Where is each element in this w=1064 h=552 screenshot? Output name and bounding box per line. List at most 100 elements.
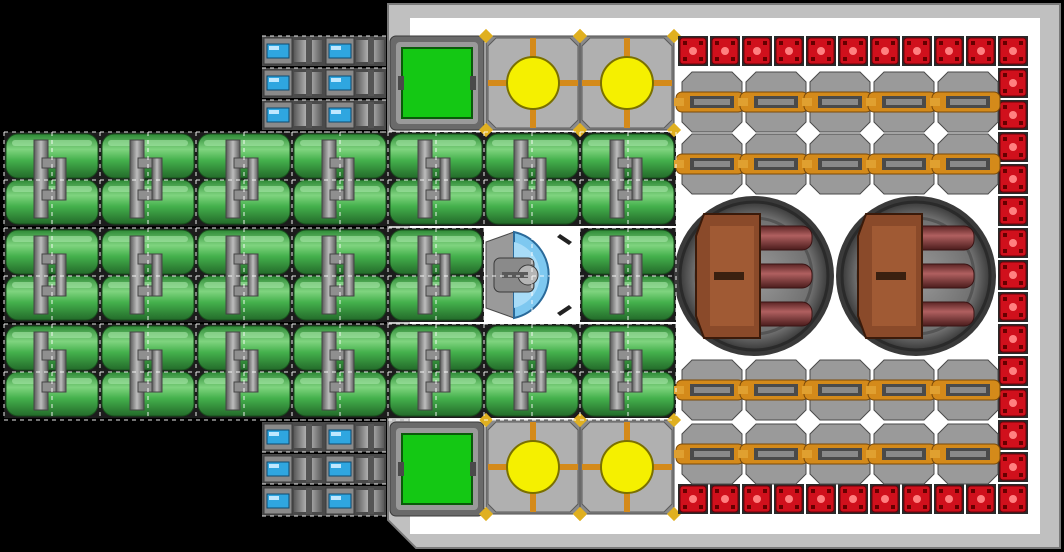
- armor-block-icon[interactable]: [870, 484, 900, 514]
- turret-mounts: [674, 196, 996, 356]
- autocannon-icon[interactable]: [738, 71, 809, 133]
- armor-block-icon[interactable]: [998, 356, 1028, 386]
- armor-block-icon[interactable]: [678, 484, 708, 514]
- reactor-core-icon[interactable]: [572, 28, 682, 138]
- fuel-tank-icon[interactable]: [388, 228, 484, 322]
- autocannon-icon[interactable]: [866, 359, 937, 421]
- cargo-block-icon[interactable]: [389, 421, 485, 517]
- battery-icon[interactable]: [324, 100, 386, 130]
- armor-block-icon[interactable]: [998, 484, 1028, 514]
- fuel-tank-icon[interactable]: [292, 132, 388, 226]
- reactor-core-icon[interactable]: [572, 412, 682, 522]
- armor-block-icon[interactable]: [998, 68, 1028, 98]
- autocannon-icon[interactable]: [674, 359, 745, 421]
- autocannon-icon[interactable]: [674, 133, 745, 195]
- armor-block-icon[interactable]: [998, 228, 1028, 258]
- fuel-tank-icon[interactable]: [388, 132, 484, 226]
- armor-block-icon[interactable]: [998, 100, 1028, 130]
- battery-icon[interactable]: [324, 454, 386, 484]
- autocannon-icon[interactable]: [738, 423, 809, 485]
- cargo-block-icon[interactable]: [389, 35, 485, 131]
- battery-icon[interactable]: [262, 486, 324, 516]
- autocannon-icon[interactable]: [930, 71, 1001, 133]
- armor-block-icon[interactable]: [742, 36, 772, 66]
- fuel-tank-icon[interactable]: [100, 228, 196, 322]
- armor-block-icon[interactable]: [806, 36, 836, 66]
- armor-block-icon[interactable]: [742, 484, 772, 514]
- fuel-tank-icon[interactable]: [196, 324, 292, 418]
- armor-block-icon[interactable]: [774, 484, 804, 514]
- fuel-tank-icon[interactable]: [100, 132, 196, 226]
- cockpit-icon[interactable]: [484, 228, 578, 322]
- triple-cannon-turret-icon[interactable]: [836, 196, 996, 356]
- autocannon-icon[interactable]: [802, 133, 873, 195]
- autocannon-icon[interactable]: [674, 423, 745, 485]
- armor-block-icon[interactable]: [710, 36, 740, 66]
- autocannon-icon[interactable]: [866, 133, 937, 195]
- armor-block-icon[interactable]: [998, 132, 1028, 162]
- fuel-tank-icon[interactable]: [196, 132, 292, 226]
- autocannon-icon[interactable]: [930, 423, 1001, 485]
- armor-block-icon[interactable]: [934, 36, 964, 66]
- battery-icon[interactable]: [262, 100, 324, 130]
- armor-block-icon[interactable]: [902, 484, 932, 514]
- autocannon-icon[interactable]: [802, 423, 873, 485]
- fuel-tank-icon[interactable]: [292, 228, 388, 322]
- battery-icon[interactable]: [262, 68, 324, 98]
- autocannon-icon[interactable]: [866, 423, 937, 485]
- armor-block-icon[interactable]: [998, 36, 1028, 66]
- autocannon-icon[interactable]: [738, 133, 809, 195]
- armor-block-icon[interactable]: [806, 484, 836, 514]
- fuel-tank-icon[interactable]: [100, 324, 196, 418]
- armor-block-icon[interactable]: [838, 484, 868, 514]
- armor-block-icon[interactable]: [998, 324, 1028, 354]
- fuel-tank-icon[interactable]: [292, 324, 388, 418]
- fuel-tank-icon[interactable]: [484, 132, 580, 226]
- autocannon-icon[interactable]: [802, 71, 873, 133]
- fuel-tank-icon[interactable]: [4, 324, 100, 418]
- armor-block-icon[interactable]: [998, 292, 1028, 322]
- battery-icon[interactable]: [324, 486, 386, 516]
- armor-block-icon[interactable]: [998, 164, 1028, 194]
- battery-icon[interactable]: [262, 36, 324, 66]
- armor-block-icon[interactable]: [710, 484, 740, 514]
- fuel-tank-icon[interactable]: [388, 324, 484, 418]
- battery-icon[interactable]: [324, 68, 386, 98]
- armor-block-icon[interactable]: [678, 36, 708, 66]
- fuel-tank-icon[interactable]: [484, 324, 580, 418]
- fuel-tank-icon[interactable]: [4, 132, 100, 226]
- armor-block-icon[interactable]: [998, 420, 1028, 450]
- battery-icon[interactable]: [324, 422, 386, 452]
- armor-block-icon[interactable]: [934, 484, 964, 514]
- armor-block-icon[interactable]: [998, 196, 1028, 226]
- autocannon-icon[interactable]: [866, 71, 937, 133]
- armor-block-icon[interactable]: [870, 36, 900, 66]
- reactor-cores: [478, 28, 682, 522]
- reactor-core-icon[interactable]: [478, 28, 588, 138]
- armor-block-icon[interactable]: [902, 36, 932, 66]
- reactor-core-icon[interactable]: [478, 412, 588, 522]
- battery-icon[interactable]: [324, 36, 386, 66]
- armor-block-icon[interactable]: [998, 452, 1028, 482]
- autocannon-icon[interactable]: [802, 359, 873, 421]
- autocannon-icon[interactable]: [930, 133, 1001, 195]
- battery-icon[interactable]: [262, 422, 324, 452]
- autocannon-icon[interactable]: [738, 359, 809, 421]
- fuel-tank-icon[interactable]: [580, 132, 676, 226]
- fuel-tank-icon[interactable]: [4, 228, 100, 322]
- triple-cannon-turret-icon[interactable]: [674, 196, 834, 356]
- armor-block-icon[interactable]: [998, 260, 1028, 290]
- armor-block-icon[interactable]: [998, 388, 1028, 418]
- fuel-tank-icon[interactable]: [580, 324, 676, 418]
- armor-block-icon[interactable]: [838, 36, 868, 66]
- armor-block-icon[interactable]: [966, 484, 996, 514]
- fuel-tank-icon[interactable]: [580, 228, 676, 322]
- autocannon-icon[interactable]: [930, 359, 1001, 421]
- armor-block-icon[interactable]: [774, 36, 804, 66]
- armor-block-icon[interactable]: [966, 36, 996, 66]
- battery-icon[interactable]: [262, 454, 324, 484]
- fuel-tank-icon[interactable]: [196, 228, 292, 322]
- autocannon-icon[interactable]: [674, 71, 745, 133]
